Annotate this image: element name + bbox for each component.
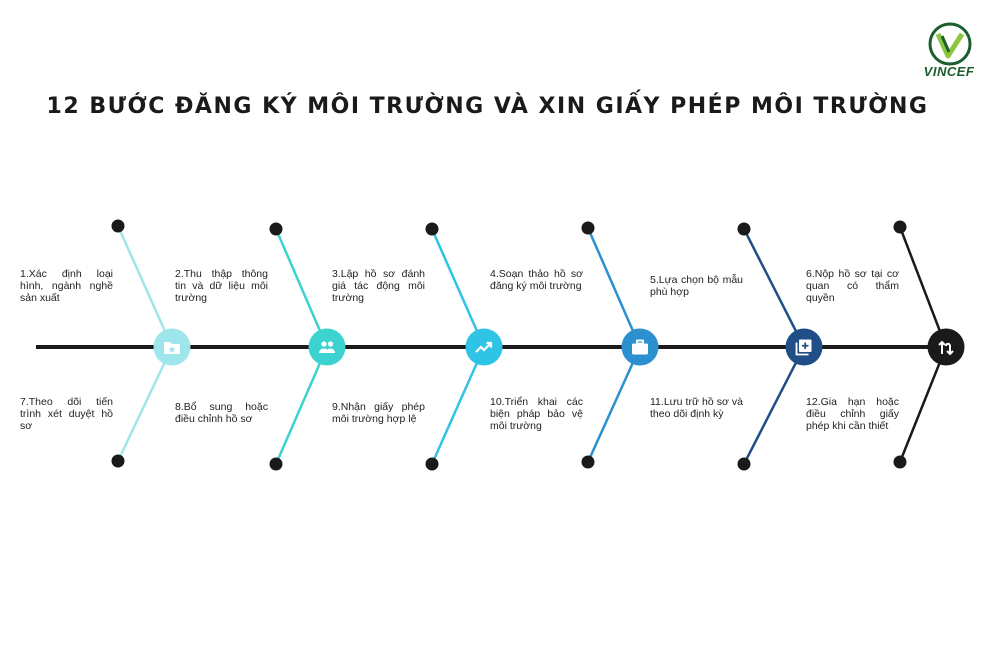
dot-top-3 [425,222,439,236]
dot-top-2 [269,222,283,236]
briefcase-icon [632,339,648,355]
dot-bottom-6 [893,455,907,469]
branch-top-3 [430,228,486,348]
trend-up-icon [475,341,493,353]
node-circle-3 [465,328,503,366]
dot-top-6 [893,220,907,234]
step-5-text: 5.Lựa chọn bộ mẫu phù hợp [650,274,743,298]
step-8-text: 8.Bổ sung hoặc điều chỉnh hồ sơ [175,401,268,425]
dot-bottom-1 [111,454,125,468]
step-2-text: 2.Thu thập thông tin và dữ liệu môi trườ… [175,268,268,304]
branch-top-4 [586,227,642,348]
branch-bottom-2 [274,346,329,465]
vincef-logo-icon [928,22,972,66]
step-12-text: 12.Gia hạn hoặc điều chỉnh giấy phép khi… [806,396,899,432]
node-circle-2 [308,328,346,366]
branch-bottom-5 [742,346,806,465]
dot-bottom-4 [581,455,595,469]
branch-top-2 [274,228,329,348]
branch-top-5 [742,228,806,348]
step-6-text: 6.Nộp hồ sơ tại cơ quan có thẩm quyền [806,268,899,304]
people-icon [319,341,335,353]
swap-arrows-icon [938,340,954,356]
branch-bottom-1 [116,346,174,462]
step-3-text: 3.Lập hồ sơ đánh giá tác động môi trường [332,268,425,304]
branch-bottom-6 [898,346,948,463]
dot-bottom-5 [737,457,751,471]
step-4-text: 4.Soạn thảo hồ sơ đăng ký môi trường [490,268,583,292]
dot-top-5 [737,222,751,236]
step-9-text: 9.Nhận giấy phép môi trường hợp lệ [332,401,425,425]
step-10-text: 10.Triển khai các biện pháp bảo vệ môi t… [490,396,583,432]
branch-bottom-4 [586,346,642,463]
page-title: 12 BƯỚC ĐĂNG KÝ MÔI TRƯỜNG VÀ XIN GIẤY P… [46,94,929,119]
dot-bottom-2 [269,457,283,471]
step-7-text: 7.Theo dõi tiến trình xét duyệt hồ sơ [20,396,113,432]
branch-top-6 [898,226,948,348]
dot-bottom-3 [425,457,439,471]
branch-bottom-3 [430,346,486,465]
branch-top-1 [116,225,174,348]
logo-text: VINCEF [923,64,975,79]
dot-top-1 [111,219,125,233]
folder-star-icon [164,342,180,354]
step-11-text: 11.Lưu trữ hồ sơ và theo dõi định kỳ [650,396,743,420]
step-1-text: 1.Xác định loại hình, ngành nghề sản xuấ… [20,268,113,304]
library-add-icon [795,339,812,356]
dot-top-4 [581,221,595,235]
node-circle-6 [927,328,965,366]
